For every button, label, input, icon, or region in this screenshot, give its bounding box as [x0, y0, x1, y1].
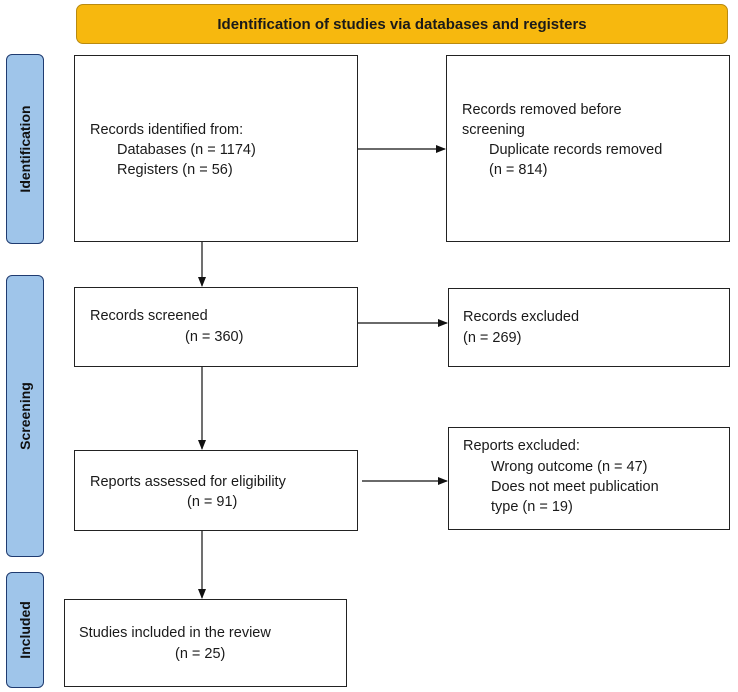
- records-screened-box: Records screened (n = 360): [74, 287, 358, 367]
- records-excluded-count: (n = 269): [463, 330, 522, 346]
- records-identified-title: Records identified from:: [90, 122, 244, 138]
- records-removed-box: Records removed before screening Duplica…: [446, 55, 730, 242]
- records-excluded-title: Records excluded: [463, 309, 580, 325]
- records-identified-databases: Databases (n = 1174): [117, 142, 256, 158]
- records-identified-box: Records identified from: Databases (n = …: [74, 55, 358, 242]
- studies-included-box: Studies included in the review (n = 25): [64, 599, 347, 687]
- phase-included: Included: [6, 572, 44, 688]
- reports-excluded-box: Reports excluded: Wrong outcome (n = 47)…: [448, 427, 730, 530]
- reports-excluded-publication-type: Does not meet publication: [491, 479, 659, 495]
- records-screened-title: Records screened: [90, 308, 208, 324]
- records-excluded-box: Records excluded (n = 269): [448, 288, 730, 367]
- records-removed-count: (n = 814): [489, 162, 548, 178]
- reports-excluded-publication-type-cont: type (n = 19): [491, 499, 573, 515]
- records-removed-duplicates: Duplicate records removed: [489, 142, 663, 158]
- records-screened-count: (n = 360): [185, 329, 244, 345]
- reports-assessed-title: Reports assessed for eligibility: [90, 474, 286, 490]
- studies-included-count: (n = 25): [175, 646, 226, 662]
- records-removed-title-cont: screening: [462, 122, 525, 138]
- phase-identification: Identification: [6, 54, 44, 244]
- reports-assessed-box: Reports assessed for eligibility (n = 91…: [74, 450, 358, 531]
- studies-included-title: Studies included in the review: [79, 625, 271, 641]
- diagram-header: Identification of studies via databases …: [76, 4, 728, 44]
- phase-screening: Screening: [6, 275, 44, 557]
- reports-excluded-title: Reports excluded:: [463, 438, 580, 454]
- reports-excluded-wrong-outcome: Wrong outcome (n = 47): [491, 459, 648, 475]
- header-title: Identification of studies via databases …: [217, 15, 587, 33]
- records-removed-title: Records removed before: [462, 102, 622, 118]
- reports-assessed-count: (n = 91): [187, 494, 238, 510]
- records-identified-registers: Registers (n = 56): [117, 162, 233, 178]
